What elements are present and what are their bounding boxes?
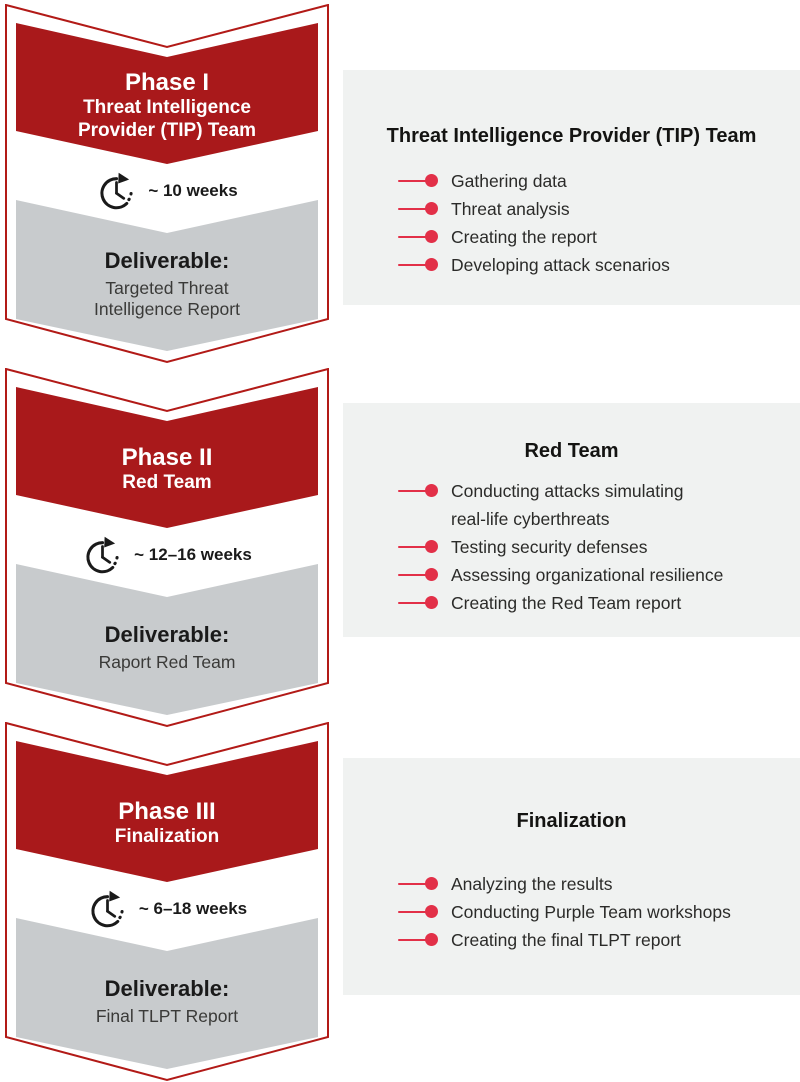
duration-text: ~ 10 weeks xyxy=(148,181,238,200)
list-item: Creating the final TLPT report xyxy=(398,926,790,954)
line-dot-bullet-icon xyxy=(398,202,438,215)
deliverable-label: Deliverable: xyxy=(104,622,230,647)
deliverable-text: Final TLPT Report xyxy=(95,1006,239,1026)
line-dot-bullet-icon xyxy=(398,933,438,946)
list-item-text: Creating the final TLPT report xyxy=(451,930,681,950)
list-item-text: Conducting attacks simulating real-life … xyxy=(451,481,684,529)
duration-text: ~ 12–16 weeks xyxy=(134,545,252,564)
chevron-banner-shape xyxy=(5,4,329,364)
phase-3-duration: ~ 6–18 weeks xyxy=(4,886,330,932)
deliverable-label: Deliverable: xyxy=(104,976,230,1001)
list-item-text: Testing security defenses xyxy=(451,537,648,557)
gray-chevron xyxy=(16,564,318,715)
phase-1-duration: ~ 10 weeks xyxy=(4,168,330,214)
panel-title: Red Team xyxy=(524,440,619,462)
info-panel-tip-team: Threat Intelligence Provider (TIP) Team … xyxy=(343,70,800,305)
line-dot-bullet-icon xyxy=(398,877,438,890)
phase-2-duration: ~ 12–16 weeks xyxy=(4,532,330,578)
list-item: Testing security defenses xyxy=(398,533,790,561)
phase-label: Phase I xyxy=(124,68,210,96)
phase-3-title: Phase III Finalization xyxy=(24,770,310,876)
list-item: Gathering data xyxy=(398,167,790,195)
red-chevron xyxy=(16,741,318,882)
panel-bullet-list: Gathering data Threat analysis Creating … xyxy=(343,167,800,279)
clock-timer-icon xyxy=(86,536,119,573)
deliverable-text: Targeted Threat Intelligence Report xyxy=(94,277,240,319)
panel-title: Finalization xyxy=(516,810,627,832)
red-chevron xyxy=(16,23,318,164)
info-panel-finalization: Finalization Analyzing the results Condu… xyxy=(343,758,800,995)
line-dot-bullet-icon xyxy=(398,484,438,497)
line-dot-bullet-icon xyxy=(398,568,438,581)
list-item-text: Developing attack scenarios xyxy=(451,255,670,275)
red-chevron xyxy=(16,387,318,528)
gray-chevron xyxy=(16,918,318,1069)
list-item: Creating the report xyxy=(398,223,790,251)
chevron-banner-shape xyxy=(5,722,329,1082)
list-item-text: Analyzing the results xyxy=(451,874,613,894)
phase-1-title: Phase I Threat Intelligence Provider (TI… xyxy=(24,52,310,158)
clock-timer-icon xyxy=(91,890,124,927)
phase-3-deliverable: Deliverable: Final TLPT Report xyxy=(24,950,310,1054)
phase-1-deliverable: Deliverable: Targeted Threat Intelligenc… xyxy=(24,232,310,336)
clock-timer-icon xyxy=(100,172,134,209)
list-item: Creating the Red Team report xyxy=(398,589,790,617)
list-item-text: Conducting Purple Team workshops xyxy=(451,902,731,922)
line-dot-bullet-icon xyxy=(398,230,438,243)
list-item-text: Assessing organizational resilience xyxy=(451,565,724,585)
list-item: Conducting attacks simulating real-life … xyxy=(398,477,790,533)
list-item: Developing attack scenarios xyxy=(398,251,790,279)
phase-name: Threat Intelligence Provider (TIP) Team xyxy=(77,96,257,141)
phase-name: Finalization xyxy=(114,826,220,847)
panel-title: Threat Intelligence Provider (TIP) Team xyxy=(386,125,757,147)
panel-bullet-list: Conducting attacks simulating real-life … xyxy=(343,477,800,617)
line-dot-bullet-icon xyxy=(398,540,438,553)
duration-text: ~ 6–18 weeks xyxy=(138,899,248,918)
phase-3-banner: Phase III Finalization ~ 6–18 weeks Deli… xyxy=(4,722,330,1082)
list-item: Threat analysis xyxy=(398,195,790,223)
list-item: Conducting Purple Team workshops xyxy=(398,898,790,926)
line-dot-bullet-icon xyxy=(398,258,438,271)
panel-bullet-list: Analyzing the results Conducting Purple … xyxy=(343,870,800,954)
deliverable-text: Raport Red Team xyxy=(98,652,236,672)
line-dot-bullet-icon xyxy=(398,174,438,187)
phase-2-deliverable: Deliverable: Raport Red Team xyxy=(24,596,310,700)
line-dot-bullet-icon xyxy=(398,596,438,609)
line-dot-bullet-icon xyxy=(398,905,438,918)
info-panel-red-team: Red Team Conducting attacks simulating r… xyxy=(343,403,800,637)
phase-label: Phase II xyxy=(121,444,213,471)
phase-1-banner: Phase I Threat Intelligence Provider (TI… xyxy=(4,4,330,364)
deliverable-label: Deliverable: xyxy=(104,247,230,273)
list-item: Analyzing the results xyxy=(398,870,790,898)
list-item-text: Threat analysis xyxy=(451,199,570,219)
phase-name: Red Team xyxy=(122,472,212,493)
chevron-banner-shape xyxy=(5,368,329,728)
list-item-text: Creating the Red Team report xyxy=(451,593,682,613)
phase-2-title: Phase II Red Team xyxy=(24,416,310,522)
gray-chevron xyxy=(16,200,318,351)
phase-2-banner: Phase II Red Team ~ 12–16 weeks Delivera… xyxy=(4,368,330,728)
list-item: Assessing organizational resilience xyxy=(398,561,790,589)
list-item-text: Gathering data xyxy=(451,171,567,191)
phase-label: Phase III xyxy=(118,798,216,825)
list-item-text: Creating the report xyxy=(451,227,597,247)
